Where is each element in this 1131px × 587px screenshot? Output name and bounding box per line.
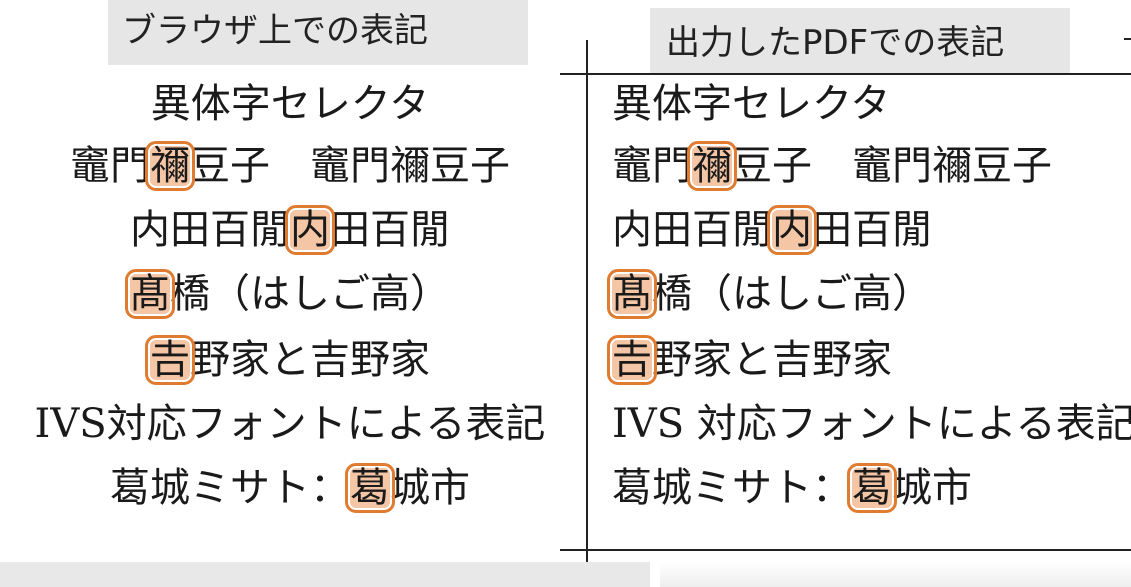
line-text: 竈門禰豆子 — [812, 143, 1052, 189]
line-text: 内田百閒 — [130, 207, 290, 253]
browser-line: 異体字セレクタ — [0, 84, 565, 124]
highlighted-variant-char: 𠮷 — [607, 335, 657, 385]
line-text: 橋（はしご高） — [170, 271, 450, 317]
pdf-line: 𠮷野家と吉野家 — [607, 335, 892, 385]
browser-line: 𠮷野家と吉野家 — [0, 335, 565, 385]
pdf-rendering-column: 異体字セレクタ竈門禰豆子 竈門禰豆子内田百閒内田百閒髙橋（はしご高）𠮷野家と吉野… — [607, 0, 1131, 587]
line-text: 豆子 — [190, 143, 270, 189]
browser-line: 髙橋（はしご高） — [0, 269, 565, 319]
line-text: 城市 — [892, 465, 972, 511]
pdf-line: 内田百閒内田百閒 — [612, 205, 932, 255]
highlighted-variant-char: 葛 — [847, 463, 897, 513]
line-text: 竈門 — [612, 143, 692, 189]
highlighted-variant-char: 禰 — [145, 141, 195, 191]
pdf-line: 葛城ミサト：葛城市 — [612, 463, 972, 513]
line-text: 田百閒 — [330, 207, 450, 253]
line-text: 橋（はしご高） — [652, 271, 932, 317]
line-text: 野家と吉野家 — [190, 337, 430, 383]
browser-line: IVS対応フォントによる表記 — [0, 404, 565, 444]
pdf-line: 髙橋（はしご高） — [607, 269, 932, 319]
line-text: 城市 — [390, 465, 470, 511]
line-text: 異体字セレクタ — [612, 81, 891, 127]
pdf-line: 異体字セレクタ — [612, 84, 890, 124]
table-bottom-rule — [560, 549, 1131, 551]
highlighted-variant-char: 髙 — [125, 269, 175, 319]
browser-line: 竈門禰豆子 竈門禰豆子 — [0, 141, 565, 191]
browser-column-clip: 異体字セレクタ竈門禰豆子 竈門禰豆子内田百閒内田百閒髙橋（はしご高）𠮷野家と吉野… — [0, 0, 565, 587]
highlighted-variant-char: 禰 — [687, 141, 737, 191]
line-text: 葛城ミサト： — [612, 465, 852, 511]
line-text: IVS 対応フォントによる表記 — [612, 401, 1131, 447]
bottom-faint-strip — [660, 562, 1131, 587]
line-text: 内田百閒 — [612, 207, 772, 253]
highlighted-variant-char: 𠮷 — [145, 335, 195, 385]
line-text: 田百閒 — [812, 207, 932, 253]
highlighted-variant-char: 髙 — [607, 269, 657, 319]
highlighted-variant-char: 内 — [767, 205, 817, 255]
browser-label: ブラウザ上での表記 — [108, 0, 528, 65]
line-text: 異体字セレクタ — [150, 81, 430, 127]
pdf-line: IVS 対応フォントによる表記 — [612, 404, 1131, 444]
table-top-rule — [560, 73, 1131, 75]
browser-rendering-column: 異体字セレクタ竈門禰豆子 竈門禰豆子内田百閒内田百閒髙橋（はしご高）𠮷野家と吉野… — [0, 0, 565, 587]
table-column-divider — [586, 40, 588, 555]
line-text: 野家と吉野家 — [652, 337, 892, 383]
line-text: IVS対応フォントによる表記 — [34, 401, 546, 447]
bottom-gray-bar — [0, 562, 650, 587]
pdf-line: 竈門禰豆子 竈門禰豆子 — [612, 141, 1052, 191]
browser-line: 内田百閒内田百閒 — [0, 205, 565, 255]
browser-line: 葛城ミサト：葛城市 — [0, 463, 565, 513]
line-text: 豆子 — [732, 143, 812, 189]
line-text: 竈門禰豆子 — [270, 143, 510, 189]
highlighted-variant-char: 内 — [285, 205, 335, 255]
line-text: 竈門 — [70, 143, 150, 189]
table-corner-tick — [1124, 38, 1131, 40]
highlighted-variant-char: 葛 — [345, 463, 395, 513]
line-text: 葛城ミサト： — [110, 465, 350, 511]
pdf-label: 出力したPDFでの表記 — [650, 8, 1070, 73]
